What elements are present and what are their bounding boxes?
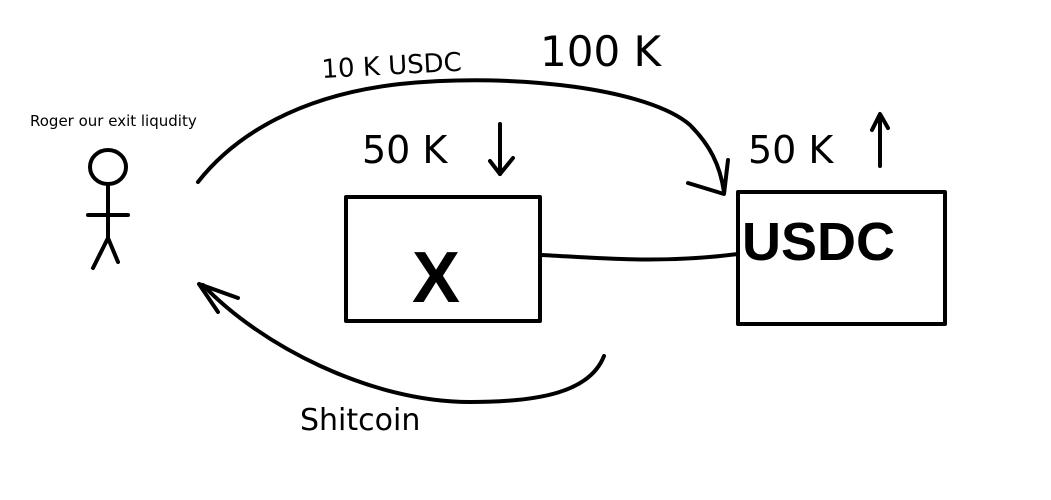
top-arrow-label: 10 K USDC: [321, 48, 463, 85]
top-flow-arrow: [196, 78, 726, 194]
bottom-flow-arrowhead: [197, 282, 240, 314]
usdc-box-label: USDC: [742, 212, 895, 272]
arrow-up-icon: [870, 112, 890, 168]
usdc-box: [736, 190, 947, 326]
top-flow-arrowhead: [686, 158, 730, 196]
x-box: [344, 195, 542, 323]
box-connector: [540, 252, 740, 262]
usdc-amount-label: 50 K: [748, 128, 834, 172]
x-box-label: X: [412, 238, 460, 318]
x-amount-label: 50 K: [362, 128, 448, 172]
stick-figure-icon: [86, 148, 130, 270]
bottom-arrow-label: Shitcoin: [300, 403, 420, 438]
bottom-flow-arrow: [201, 283, 606, 404]
actor-caption: Roger our exit liqudity: [30, 112, 197, 130]
top-total-label: 100 K: [540, 27, 663, 76]
arrow-down-icon: [488, 122, 515, 176]
